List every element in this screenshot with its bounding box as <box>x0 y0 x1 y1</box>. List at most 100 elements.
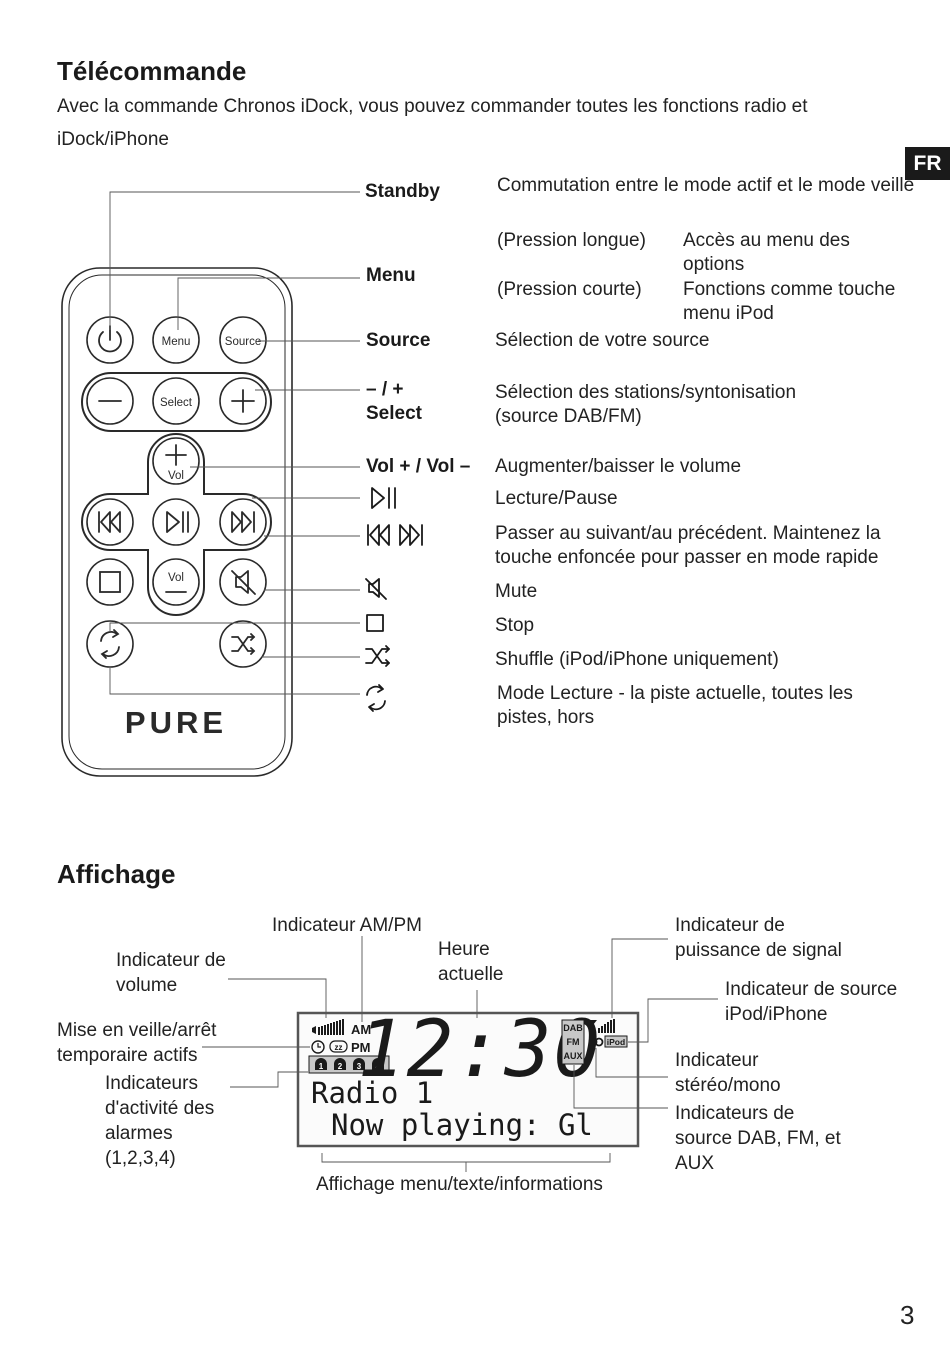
alarm-3-label: 3 <box>357 1062 362 1071</box>
stereo-icon <box>588 1037 604 1047</box>
desc-tune: Sélection des stations/syntonisation (so… <box>495 382 797 427</box>
leader-signal <box>611 938 668 1018</box>
desc-volume: Augmenter/baisser le volume <box>495 456 742 477</box>
plus-button <box>219 377 267 425</box>
label-source: Source <box>366 330 431 351</box>
lcd-line-1: Radio 1 <box>311 1076 433 1110</box>
play-pause-label-icon <box>371 487 396 509</box>
alarm-indicator-box <box>308 1055 390 1074</box>
desc-play-pause: Lecture/Pause <box>495 488 618 509</box>
remote-body-inner <box>68 274 286 770</box>
label-tune-select: Select <box>366 403 422 424</box>
power-icon <box>98 331 122 353</box>
play-pause-icon <box>166 511 180 533</box>
language-tab: FR <box>905 147 950 180</box>
mute-icon <box>235 570 249 594</box>
lcd-source-aux: AUX <box>563 1051 582 1061</box>
section-title-remote: Télécommande <box>57 56 247 86</box>
source-button <box>219 316 267 364</box>
remote-vol-up-text: Vol <box>168 470 184 482</box>
repeat-button <box>86 620 134 668</box>
desc-mute: Mute <box>495 581 538 602</box>
desc-skip: Passer au suivant/au précédent. Maintene… <box>495 523 881 568</box>
leader-stop <box>109 622 360 632</box>
callout-signal: Indicateur de puissance de signal <box>675 915 842 961</box>
lcd-am: AM <box>351 1022 371 1037</box>
next-button <box>219 498 267 546</box>
remote-illustration: Menu Source Select Vol Vol PURE <box>61 191 423 777</box>
alarm-1-label: 1 <box>319 1062 324 1071</box>
desc-stop: Stop <box>495 615 535 636</box>
lcd-time: 12:30 <box>358 1005 603 1095</box>
section-title-display: Affichage <box>57 859 176 889</box>
label-tune: – / + <box>366 379 404 400</box>
leader-sources <box>573 1065 668 1109</box>
remote-source-text: Source <box>225 336 261 348</box>
vol-up-button <box>152 437 200 485</box>
desc-standby: Commutation entre le mode actif et le mo… <box>497 175 915 196</box>
source-indicator-box <box>561 1019 585 1065</box>
label-menu: Menu <box>366 265 416 286</box>
leader-repeat <box>109 668 360 695</box>
mute-label-icon <box>365 578 387 600</box>
leader-menu <box>177 277 360 330</box>
leader-alarms <box>230 1071 308 1088</box>
lcd-line-2: Now playing: Gl <box>331 1108 593 1142</box>
repeat-icon <box>100 631 120 657</box>
desc-long-press: (Pression longue) <box>497 230 646 251</box>
leader-ipod <box>628 998 718 1043</box>
shuffle-button <box>219 620 267 668</box>
lcd-ipod: iPod <box>607 1037 625 1047</box>
desc-source: Sélection de votre source <box>495 330 710 351</box>
leader-menu-text <box>321 1153 611 1172</box>
alarm-bell-icon <box>372 1058 384 1070</box>
leader-standby <box>109 191 360 330</box>
ipod-indicator-box <box>604 1035 628 1048</box>
skip-label-icon <box>367 524 423 546</box>
lcd-source-dab: DAB <box>563 1023 583 1033</box>
label-standby: Standby <box>365 181 440 202</box>
vol-down-button <box>152 558 200 606</box>
leader-stereo <box>595 1048 668 1078</box>
label-volume: Vol + / Vol – <box>366 456 471 477</box>
sleep-clock-icon <box>311 1040 325 1054</box>
mute-button <box>219 558 267 606</box>
remote-vol-down-text: Vol <box>168 572 184 584</box>
shuffle-label-icon <box>365 645 390 667</box>
volume-bars-icon <box>312 1019 344 1035</box>
desc-long-action: Accès au menu des options <box>683 230 850 275</box>
snooze-icon <box>329 1040 348 1053</box>
remote-body <box>61 267 293 777</box>
desc-repeat: Mode Lecture - la piste actuelle, toutes… <box>497 683 853 728</box>
callout-ampm: Indicateur AM/PM <box>272 915 422 936</box>
select-row-bar <box>81 372 272 432</box>
callout-sources: Indicateurs de source DAB, FM, et AUX <box>675 1103 841 1174</box>
play-pause-button <box>152 498 200 546</box>
select-button <box>152 377 200 425</box>
alarm-2-label: 2 <box>338 1062 343 1071</box>
next-icon <box>231 511 252 533</box>
callout-volume: Indicateur de volume <box>116 950 226 996</box>
stop-icon <box>99 571 121 593</box>
alarm-bell-icon <box>353 1058 365 1070</box>
remote-brand-logo: PURE <box>125 705 227 740</box>
shuffle-icon <box>231 636 255 652</box>
desc-shuffle: Shuffle (iPod/iPhone uniquement) <box>495 649 779 670</box>
lcd-pm: PM <box>351 1040 371 1055</box>
alarm-bell-icon <box>315 1058 327 1070</box>
remote-select-text: Select <box>160 397 193 409</box>
menu-button <box>152 316 200 364</box>
minus-button <box>86 377 134 425</box>
intro-text: Avec la commande Chronos iDock, vous pou… <box>57 96 808 150</box>
callout-stereo: Indicateur stéréo/mono <box>675 1050 781 1096</box>
callout-menu-text: Affichage menu/texte/informations <box>316 1174 603 1195</box>
alarm-bell-icon <box>334 1058 346 1070</box>
callout-ipod-source: Indicateur de source iPod/iPhone <box>725 979 898 1025</box>
lcd-illustration: AM PM zz 1 2 3 4 12:30 DAB FM AUX <box>202 936 718 1172</box>
callout-time: Heure actuelle <box>438 939 504 985</box>
desc-short-action: Fonctions comme touche menu iPod <box>683 279 896 324</box>
lcd-sleep-badge: zz <box>335 1043 343 1052</box>
lcd-source-fm: FM <box>567 1037 580 1047</box>
callout-alarms: Indicateurs d'activité des alarmes (1,2,… <box>105 1073 215 1169</box>
prev-button <box>86 498 134 546</box>
